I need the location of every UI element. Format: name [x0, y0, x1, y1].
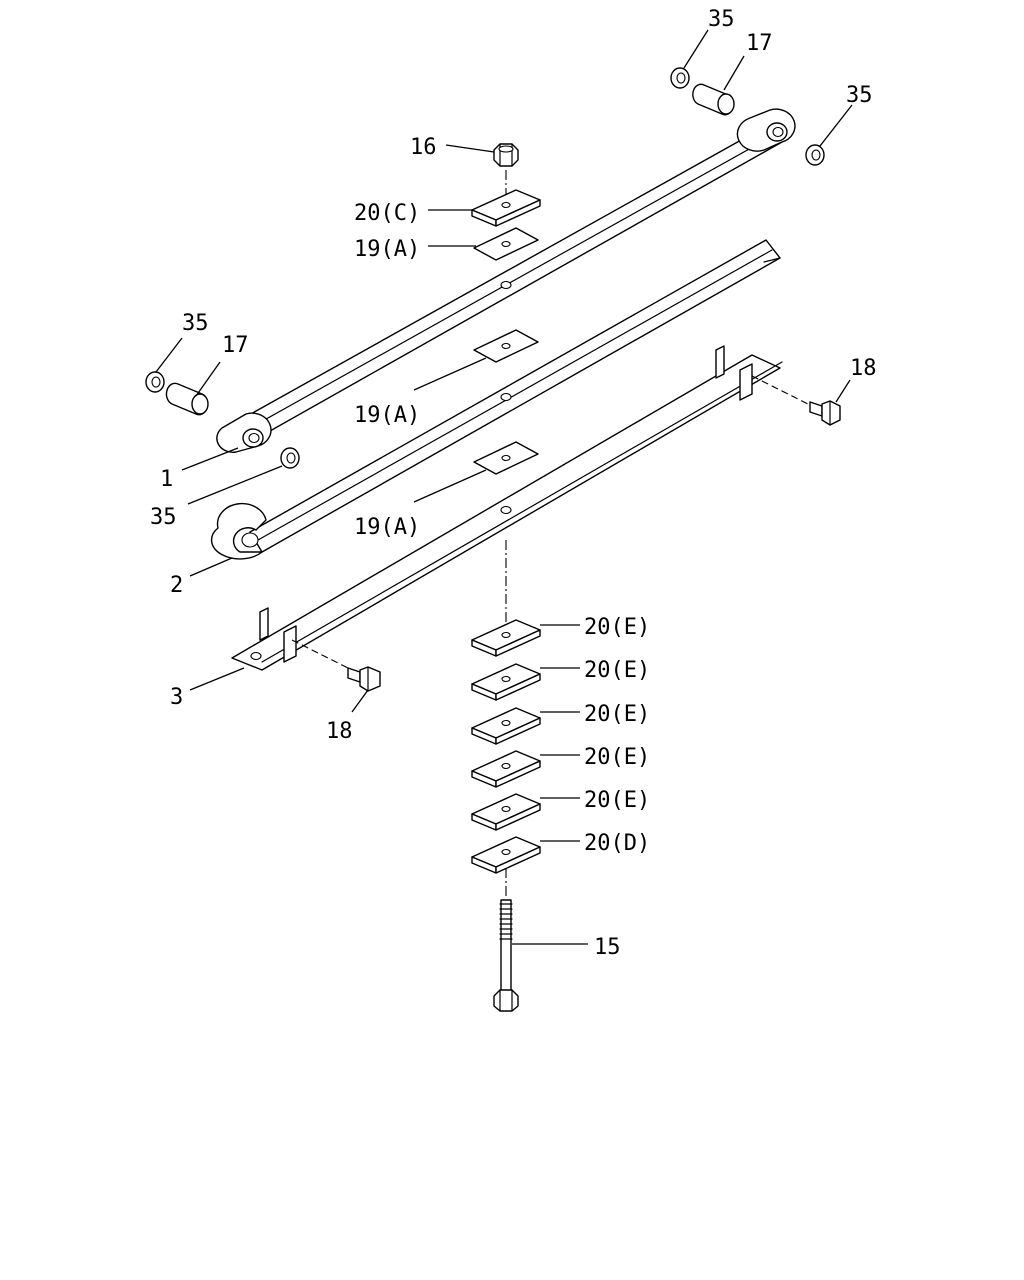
- label-16: 16: [410, 135, 437, 160]
- spring-eye-rear: [216, 412, 272, 453]
- leaf-spring-1: [216, 108, 796, 453]
- nut-16: [493, 143, 519, 167]
- label-20e-1: 20(E): [584, 615, 650, 640]
- clip-bolt-18-right: [751, 375, 841, 426]
- bushing-17-left: [165, 382, 209, 416]
- label-20c: 20(C): [354, 201, 420, 226]
- label-20e-4: 20(E): [584, 745, 650, 770]
- spacer-plate-20e-5: [471, 793, 541, 831]
- label-20e-2: 20(E): [584, 658, 650, 683]
- rebound-clip-rear: [259, 607, 297, 663]
- spacer-plate-20e-4: [471, 750, 541, 788]
- spacer-plate-20e-1: [471, 619, 541, 657]
- label-35-right: 35: [846, 83, 873, 108]
- label-19a-top: 19(A): [354, 237, 420, 262]
- washer-35-mid: [280, 447, 300, 469]
- label-2: 2: [170, 573, 183, 598]
- leaf-spring-3: [231, 345, 783, 671]
- spacer-plate-19a-low: [473, 441, 539, 475]
- spring-eye-wrapper: [210, 502, 267, 560]
- washer-35-top: [670, 67, 690, 89]
- clip-bolt-18-left: [291, 639, 381, 692]
- leaf-spring-2: [210, 239, 781, 560]
- label-35-left: 35: [182, 311, 209, 336]
- label-20d: 20(D): [584, 831, 650, 856]
- label-20e-5: 20(E): [584, 788, 650, 813]
- label-1: 1: [160, 467, 173, 492]
- label-17-left: 17: [222, 333, 249, 358]
- spring-eye-front: [736, 108, 796, 152]
- label-3: 3: [170, 685, 183, 710]
- label-18-right: 18: [850, 356, 877, 381]
- washer-35-right: [805, 144, 825, 166]
- bushing-17-top: [692, 83, 735, 116]
- rebound-clip-front: [715, 345, 753, 401]
- spacer-plate-20e-3: [471, 707, 541, 745]
- center-bolt-15: [493, 899, 519, 1012]
- spacer-plate-19a-top: [473, 227, 539, 261]
- label-35-top: 35: [708, 7, 735, 32]
- leader-lines: [155, 29, 853, 945]
- label-19a-low: 19(A): [354, 515, 420, 540]
- label-35-mid: 35: [150, 505, 177, 530]
- spacer-plate-19a-mid: [473, 329, 539, 363]
- label-18-left: 18: [326, 719, 353, 744]
- label-19a-mid: 19(A): [354, 403, 420, 428]
- label-17-top: 17: [746, 31, 773, 56]
- part-labels: 35 17 35 16 20(C) 19(A) 35 17 18 19(A) 1…: [150, 7, 877, 960]
- label-15: 15: [594, 935, 621, 960]
- washer-35-left: [145, 371, 165, 393]
- spacer-plate-20e-2: [471, 663, 541, 701]
- label-20e-3: 20(E): [584, 702, 650, 727]
- spacer-plate-20d: [471, 836, 541, 874]
- spacer-plate-20c: [471, 189, 541, 227]
